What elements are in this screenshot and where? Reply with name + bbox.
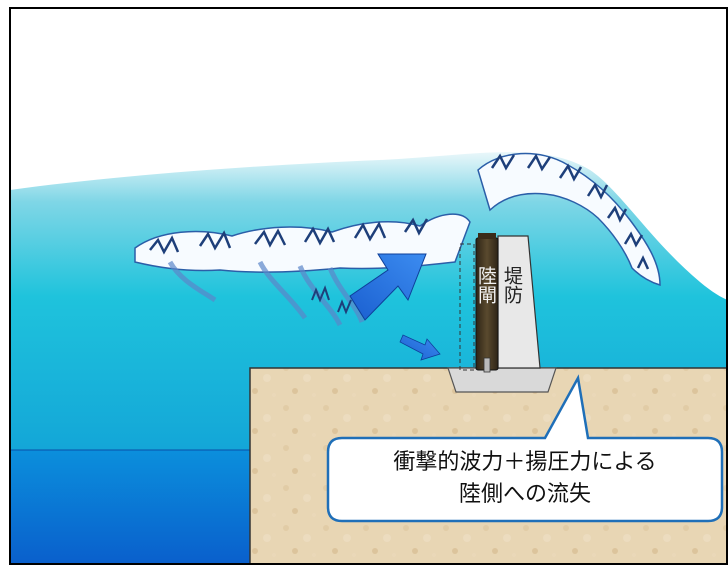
- uplift-arrow: [399, 334, 441, 361]
- gate-original-outline: [459, 243, 475, 371]
- levee-label: 堤防: [501, 266, 523, 304]
- callout-bubble: [326, 374, 724, 523]
- land-gate: [475, 233, 499, 373]
- deep-sea-band: [10, 450, 255, 565]
- callout-line-1: 衝撃的波力＋揚圧力による: [393, 450, 657, 475]
- callout-text: 衝撃的波力＋揚圧力による 陸側への流失: [340, 447, 710, 511]
- gate-label: 陸閘: [475, 266, 497, 304]
- levee-foundation: [447, 367, 557, 393]
- wave-crests-right: [477, 152, 661, 287]
- impact-arrow: [349, 253, 427, 321]
- callout-line-2: 陸側への流失: [458, 482, 591, 507]
